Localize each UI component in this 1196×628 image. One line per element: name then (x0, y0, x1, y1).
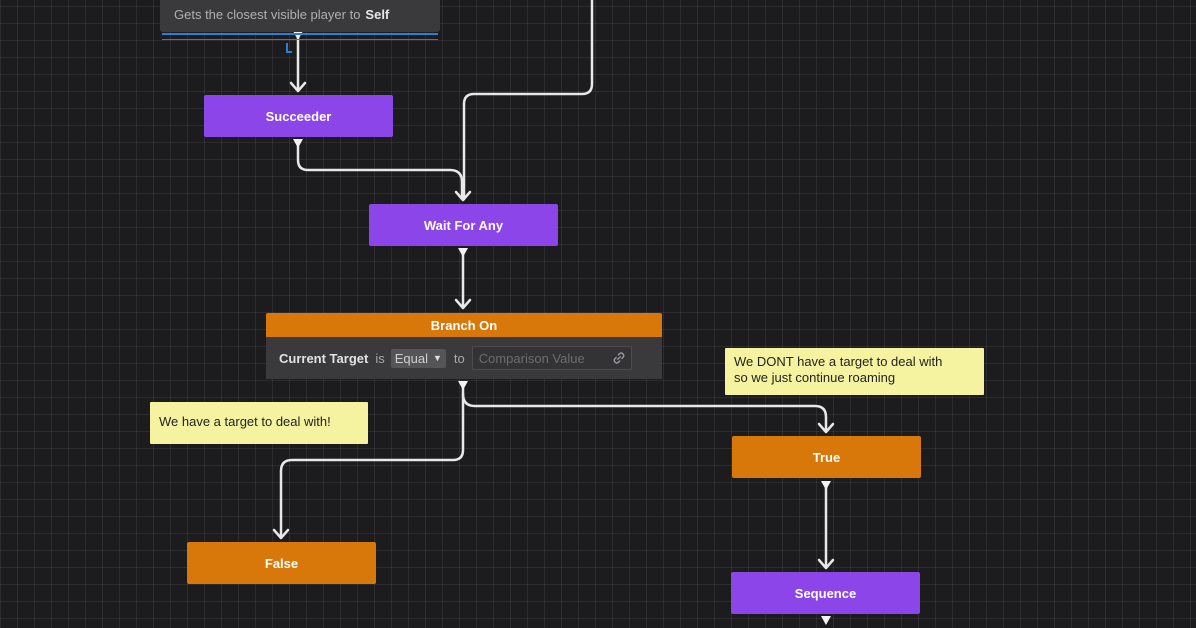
branch-field-label: Current Target (279, 350, 369, 366)
branch-title: Branch On (430, 317, 498, 333)
wire-true-to-sequence-arrow (817, 558, 835, 570)
succeeder-node[interactable]: Succeeder (204, 95, 393, 137)
true-output-port[interactable] (821, 481, 831, 490)
branch-header: Branch On (266, 313, 662, 337)
branch-to-label: to (453, 350, 465, 366)
false-label: False (264, 555, 299, 571)
wait-for-any-node[interactable]: Wait For Any (369, 204, 558, 246)
link-icon[interactable] (612, 351, 626, 365)
branch-on-node[interactable]: Branch On Current Target is Equal ▼ to C… (266, 313, 662, 379)
caret-down-icon: ▼ (432, 353, 442, 363)
comment-note-false[interactable]: We have a target to deal with! (150, 402, 368, 444)
wait-for-any-label: Wait For Any (423, 217, 504, 233)
getter-target: Self (365, 6, 390, 22)
true-node[interactable]: True (732, 436, 921, 478)
succeeder-output-port[interactable] (293, 139, 303, 148)
wire-branch-to-true-arrow (817, 422, 835, 434)
getter-description: Gets the closest visible player to (174, 6, 361, 22)
false-node[interactable]: False (187, 542, 376, 584)
succeeder-label: Succeeder (265, 108, 332, 124)
sequence-output-port[interactable] (821, 616, 831, 625)
note-false-text: We have a target to deal with! (159, 414, 331, 429)
note-true-line2: so we just continue roaming (734, 370, 896, 385)
wire-branch-to-false (279, 384, 465, 539)
comparator-select[interactable]: Equal ▼ (390, 348, 446, 368)
selection-outline (162, 33, 438, 40)
comparator-value: Equal (394, 350, 428, 366)
wire-wait-to-branch-arrow (454, 298, 472, 310)
wire-branch-to-false-arrow (272, 528, 290, 540)
wire-parent-to-wait-for-any (462, 0, 594, 201)
wire-wait-arrow (454, 190, 472, 202)
connector-handle-mark (286, 43, 292, 53)
comparison-value-input[interactable]: Comparison Value (471, 346, 632, 370)
branch-output-port[interactable] (458, 381, 468, 390)
comment-note-true[interactable]: We DONT have a target to deal with so we… (725, 348, 984, 395)
wait-output-port[interactable] (458, 248, 468, 257)
wire-succeeder-to-wait-for-any (296, 144, 464, 201)
wire-getter-to-succeeder-arrow (289, 81, 307, 93)
note-true-line1: We DONT have a target to deal with (734, 354, 943, 369)
branch-is-label: is (375, 350, 385, 366)
true-label: True (812, 449, 841, 465)
sequence-label: Sequence (794, 585, 857, 601)
branch-body: Current Target is Equal ▼ to Comparison … (266, 337, 662, 379)
get-closest-player-node[interactable]: Gets the closest visible player to Self (160, 0, 440, 32)
sequence-node[interactable]: Sequence (731, 572, 920, 614)
comparison-value-placeholder: Comparison Value (478, 350, 585, 366)
wire-branch-to-true (461, 392, 828, 433)
